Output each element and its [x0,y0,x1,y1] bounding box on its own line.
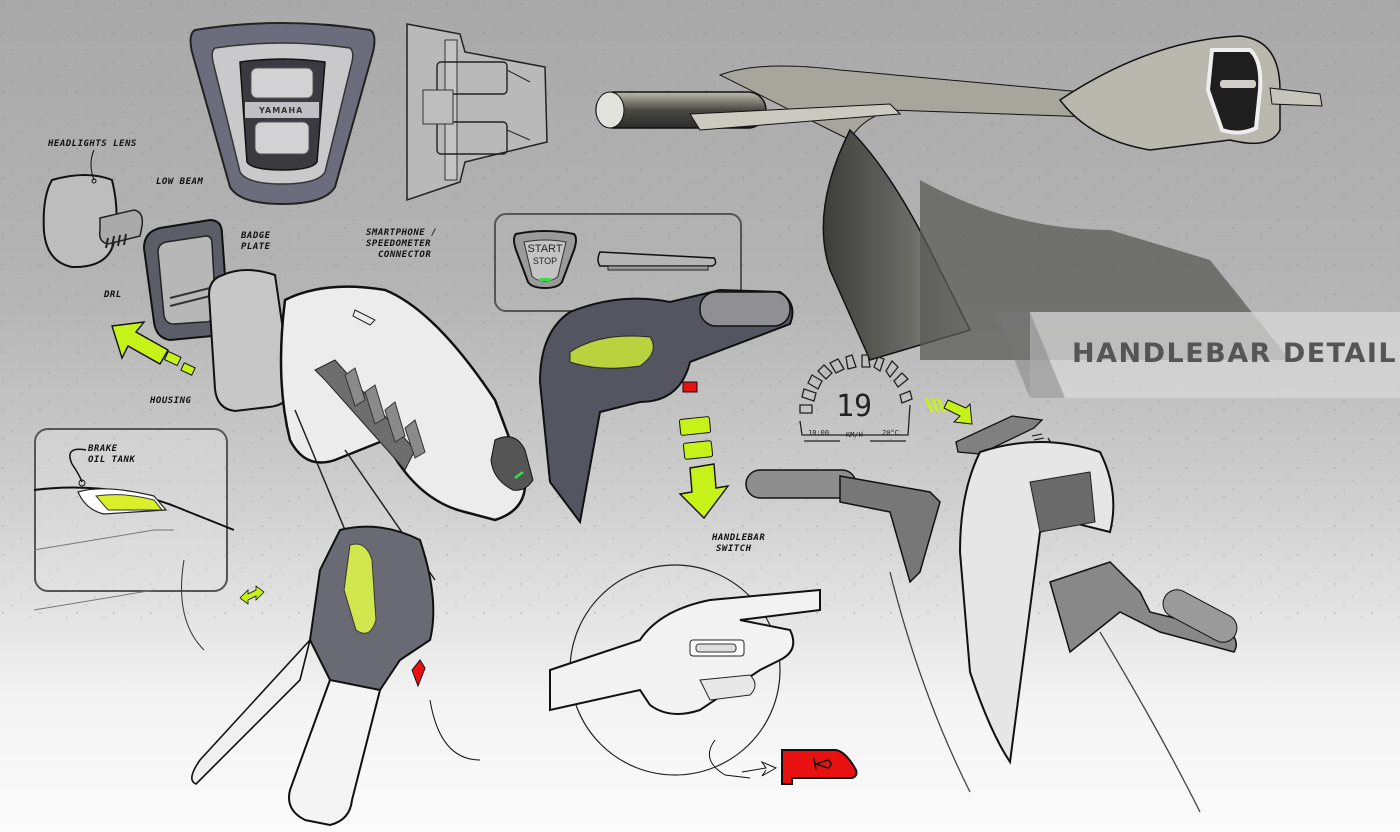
double-arrow-icon [239,585,265,605]
speed-unit: KM/H [846,431,863,439]
low-beam-text: Low Beam [156,177,204,187]
headlights-lens-label: Headlights Lens [48,139,137,149]
start-stop-side-profile [597,251,717,271]
label-line-1: Handlebar [712,533,766,543]
handlebar-switch-detail [549,564,821,779]
low-beam-module [98,209,144,249]
temperature-value: 20°C [882,429,899,437]
brake-oil-tank-label: Brake Oil Tank [88,444,135,466]
brake-oil-tank-sketch [33,486,235,651]
arrow-down-right-icon [924,397,973,425]
label-line-3: Connector [378,250,432,260]
headlight-front-view: YAMAHA [185,22,380,207]
speed-value: 19 [836,389,873,424]
label-line-1: Smartphone / [366,228,438,238]
horn-button[interactable] [778,746,860,785]
handlebar-switch-label: Handlebar Switch [712,533,765,555]
right-switch-grip-dark [538,288,794,525]
housing-label: Housing [150,396,192,406]
label-line-2: Oil Tank [88,455,136,465]
label-line-2: Speedometer [366,239,432,249]
banner-stripes [995,312,1065,398]
start-stop-button[interactable]: START STOP [512,228,578,290]
housing-shell [207,269,293,413]
leader-line [69,448,87,487]
smartphone-slab [955,415,1044,455]
badge-plate-ring [142,218,230,342]
label-line-2: Switch [716,544,752,554]
page-title: HANDLEBAR DETAIL [1072,338,1398,369]
horn-icon [813,757,832,771]
arrow-down-icon [678,416,730,520]
speedometer-display: 19 10:00 KM/H 20°C [790,345,920,445]
yamaha-badge: YAMAHA [259,106,304,115]
stop-label: STOP [532,256,558,266]
drl-label: DRL [104,290,122,300]
leader-line [90,149,97,184]
title-banner: HANDLEBAR DETAIL [1030,312,1400,398]
leader-arrow [741,760,778,777]
headlight-side-view [406,23,548,202]
label-line-1: Brake [88,444,118,454]
low-beam-label: Low Beam [156,177,203,188]
smartphone-connector-label: Smartphone / Speedometer Connector [366,228,446,261]
arrow-up-left-icon [111,321,196,376]
scooter-front-sketch [745,441,1238,813]
main-handlebar-body [279,285,534,601]
scooter-front-render [595,35,1323,361]
start-label: START [527,243,563,255]
headlights-lens [42,174,118,269]
badge-plate-label: Badge Plate [241,231,271,252]
left-grip-switch-assembly [191,525,481,827]
clock-value: 10:00 [808,429,830,437]
